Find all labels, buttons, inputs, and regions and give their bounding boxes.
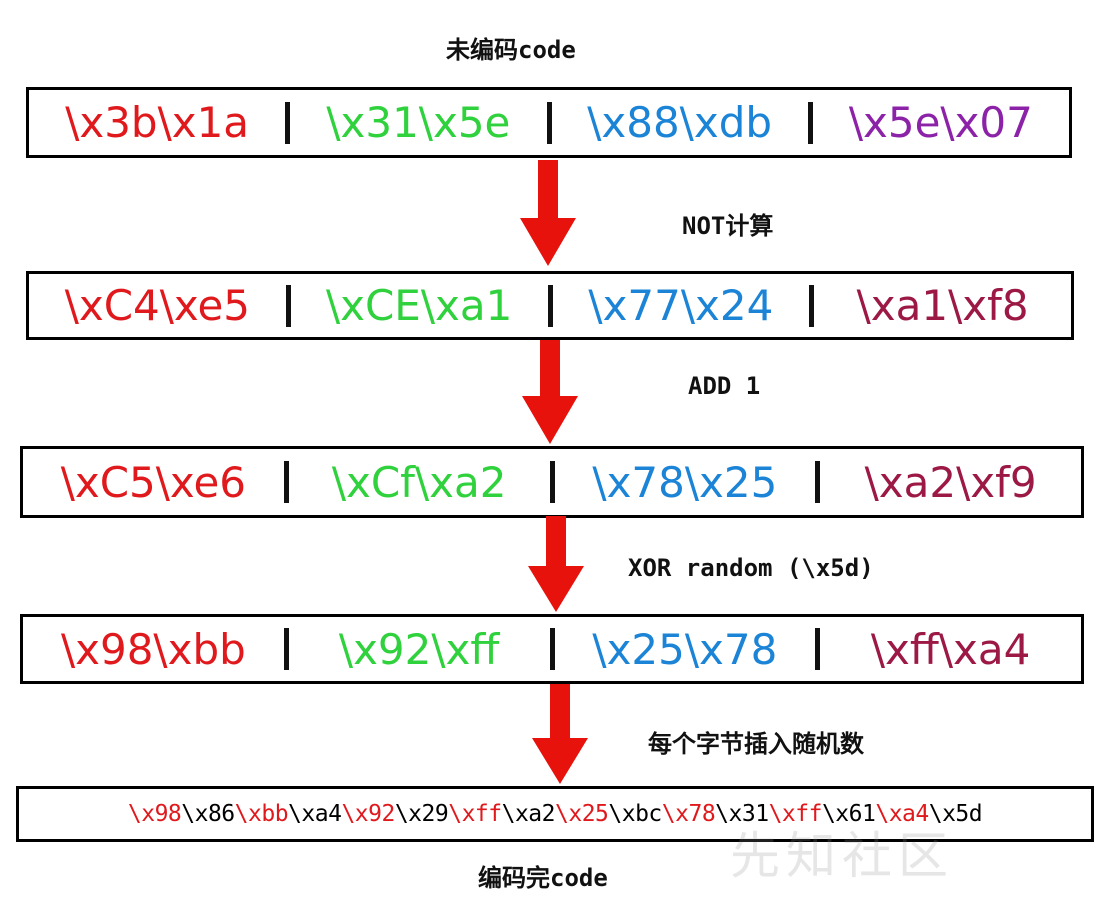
byte-original: \xbb — [234, 801, 289, 827]
segment-4: \xa1\xf8 — [856, 281, 1029, 330]
byte-original: \xff — [448, 801, 502, 827]
step-label-insert-random: 每个字节插入随机数 — [648, 730, 864, 758]
byte-random: \x31 — [715, 801, 769, 827]
byte-original: \x25 — [555, 801, 609, 827]
segment-4: \x5e\x07 — [848, 98, 1033, 147]
down-arrow-icon — [520, 160, 576, 266]
byte-random: \xa2 — [501, 801, 556, 827]
separator — [549, 461, 555, 503]
separator — [549, 628, 555, 670]
byte-random: \x29 — [394, 801, 449, 827]
byte-random: \xa4 — [288, 801, 342, 827]
segment-2: \xCE\xa1 — [325, 281, 513, 330]
byte-original: \xa4 — [875, 801, 929, 827]
separator — [285, 101, 291, 144]
byte-random: \x61 — [821, 801, 876, 827]
segment-3: \x77\x24 — [588, 281, 774, 330]
segment-4: \xff\xa4 — [870, 624, 1031, 674]
segment-1: \xC5\xe6 — [60, 457, 247, 507]
separator — [285, 284, 291, 327]
title-unencoded: 未编码code — [446, 36, 576, 64]
byte-row-original: \x3b\x1a \x31\x5e \x88\xdb \x5e\x07 — [26, 87, 1072, 158]
byte-original: \x98 — [127, 801, 182, 827]
step-label-xor: XOR random (\x5d) — [628, 554, 874, 582]
separator — [809, 284, 815, 327]
byte-row-add: \xC5\xe6 \xCf\xa2 \x78\x25 \xa2\xf9 — [20, 446, 1084, 518]
separator — [547, 284, 553, 327]
segment-2: \xCf\xa2 — [331, 457, 507, 507]
watermark: 先知社区 — [730, 827, 954, 885]
segment-1: \xC4\xe5 — [64, 281, 251, 330]
separator — [283, 628, 289, 670]
byte-original: \xff — [768, 801, 823, 827]
byte-row-not: \xC4\xe5 \xCE\xa1 \x77\x24 \xa1\xf8 — [26, 271, 1074, 340]
step-label-add: ADD 1 — [688, 372, 761, 400]
segment-2: \x31\x5e — [326, 98, 511, 147]
title-encoded: 编码完code — [478, 864, 608, 892]
segment-4: \xa2\xf9 — [864, 457, 1037, 507]
byte-original: \x92 — [341, 801, 395, 827]
separator — [815, 628, 821, 670]
segment-3: \x78\x25 — [592, 457, 778, 507]
byte-row-encoded: \x98 \x86 \xbb \xa4 \x92 \x29 \xff \xa2 … — [16, 786, 1094, 842]
byte-original: \x78 — [661, 801, 716, 827]
separator — [546, 101, 552, 144]
byte-random: \x5d — [928, 801, 983, 827]
separator — [283, 461, 289, 503]
segment-3: \x88\xdb — [587, 98, 773, 147]
down-arrow-icon — [522, 340, 578, 444]
segment-1: \x3b\x1a — [65, 98, 250, 147]
down-arrow-icon — [532, 684, 588, 784]
byte-random: \x86 — [181, 801, 235, 827]
byte-random: \xbc — [608, 801, 662, 827]
segment-2: \x92\xff — [338, 624, 500, 674]
down-arrow-icon — [528, 516, 584, 612]
byte-row-xor: \x98\xbb \x92\xff \x25\x78 \xff\xa4 — [20, 614, 1084, 684]
segment-1: \x98\xbb — [60, 624, 246, 674]
step-label-not: NOT计算 — [682, 212, 774, 240]
segment-3: \x25\x78 — [592, 624, 778, 674]
separator — [807, 101, 813, 144]
separator — [815, 461, 821, 503]
